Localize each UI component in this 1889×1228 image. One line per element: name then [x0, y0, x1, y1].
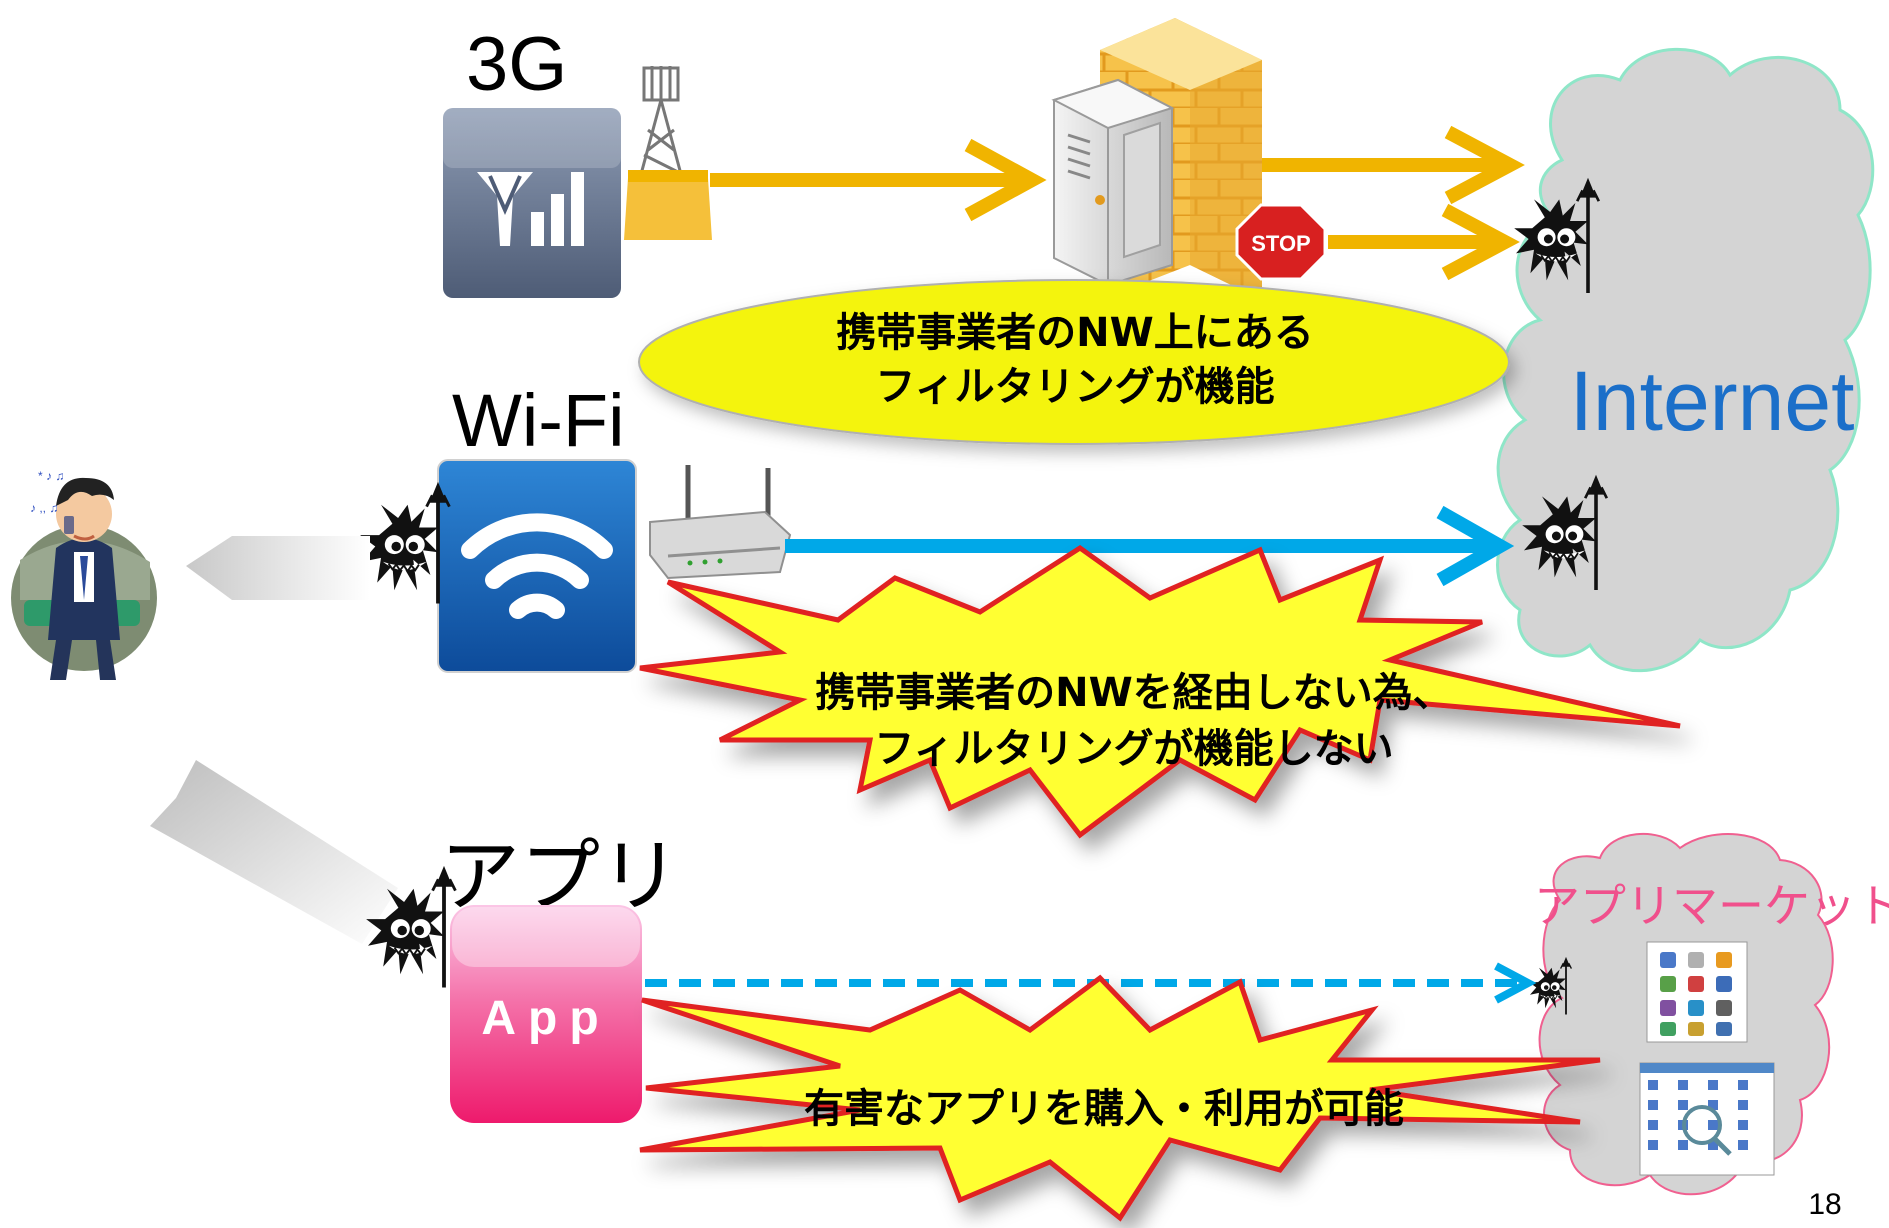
filtering-works-line1: 携帯事業者のNW上にある: [836, 310, 1314, 356]
app-market-label: アプリマーケット: [1534, 879, 1889, 933]
svg-text:♪ ,, ♫: ♪ ,, ♫: [30, 501, 58, 515]
filtering-fails-line1: 携帯事業者のNWを経由しない為、: [815, 670, 1453, 716]
app-icon: App: [450, 905, 642, 1123]
3g-signal-icon: [443, 108, 621, 298]
app-store-screenshot-top: [1646, 941, 1748, 1043]
server-icon: [1051, 78, 1175, 287]
stop-sign-icon: STOP: [1235, 203, 1327, 281]
incoming-arrow-wifi: [186, 536, 370, 600]
filtering-fails-burst: 携帯事業者のNWを経由しない為、 フィルタリングが機能しない: [639, 544, 1681, 839]
devil-icon: [358, 479, 452, 606]
svg-text:* ♪ ♫: * ♪ ♫: [38, 469, 64, 483]
3g-label: 3G: [466, 22, 567, 107]
harmful-app-text: 有害なアプリを購入・利用が可能: [804, 1086, 1404, 1132]
filtering-fails-line2: フィルタリングが機能しない: [874, 726, 1393, 772]
page-number: 18: [1808, 1188, 1841, 1221]
wifi-label: Wi-Fi: [452, 379, 625, 462]
app-icon-label: App: [481, 992, 610, 1045]
incoming-arrow-app: [150, 760, 398, 944]
filtering-works-callout: 携帯事業者のNW上にある フィルタリングが機能: [638, 279, 1510, 445]
harmful-app-burst: 有害なアプリを購入・利用が可能: [639, 974, 1601, 1222]
internet-label: Internet: [1570, 354, 1855, 448]
wireless-router-icon: [649, 465, 792, 580]
app-store-screenshot-bottom: [1639, 1062, 1775, 1176]
app-market-cloud: アプリマーケット: [1528, 832, 1889, 1196]
cell-tower-icon: [624, 66, 712, 240]
stop-label: STOP: [1251, 231, 1311, 256]
internet-cloud: Internet: [1496, 47, 1875, 673]
wifi-icon: [437, 459, 637, 673]
user-avatar: * ♪ ♫ ♪ ,, ♫: [11, 469, 157, 680]
filtering-works-line2: フィルタリングが機能: [875, 364, 1274, 410]
